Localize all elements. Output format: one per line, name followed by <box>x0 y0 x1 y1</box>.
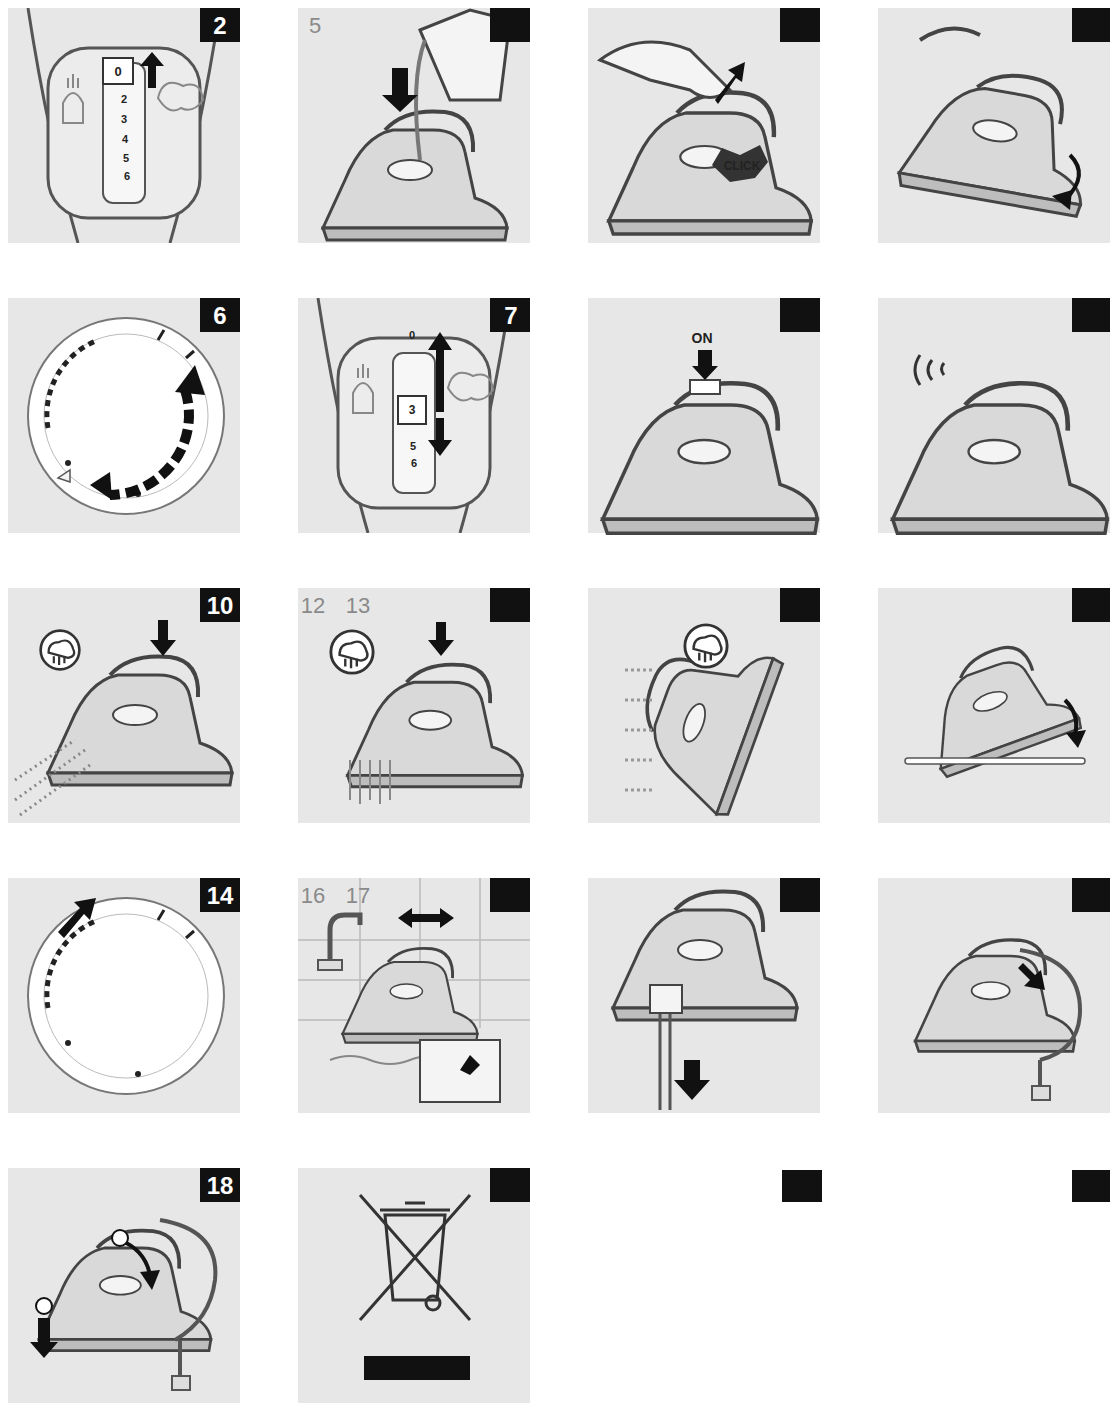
badge <box>200 8 1110 1202</box>
dial-setting: 4 <box>122 134 128 145</box>
dial-setting: 3 <box>409 404 416 416</box>
dial-setting: 5 <box>123 153 129 164</box>
dial-setting: 0 <box>114 65 121 78</box>
dial-setting: 6 <box>124 171 130 182</box>
step-number: 12 <box>301 595 325 617</box>
dial-setting: 3 <box>121 114 127 125</box>
step-number: 10 <box>207 594 234 618</box>
dial-setting: 2 <box>121 94 127 105</box>
step-number: 6 <box>213 304 226 328</box>
dial-setting: 6 <box>411 458 417 469</box>
step-number: 7 <box>504 304 517 328</box>
step-number: 18 <box>207 1174 234 1198</box>
step-number: 2 <box>213 14 226 38</box>
switch-label: ON <box>692 331 713 345</box>
step-number: 5 <box>309 15 321 37</box>
step-number: 13 <box>346 595 370 617</box>
panel <box>8 8 1110 1403</box>
step-number: 16 <box>301 885 325 907</box>
step-number: 14 <box>207 884 234 908</box>
dial-setting: 0 <box>409 330 415 341</box>
dial-setting: 5 <box>410 441 416 452</box>
step-number: 17 <box>346 885 370 907</box>
sound-label: CLICK <box>724 160 761 172</box>
